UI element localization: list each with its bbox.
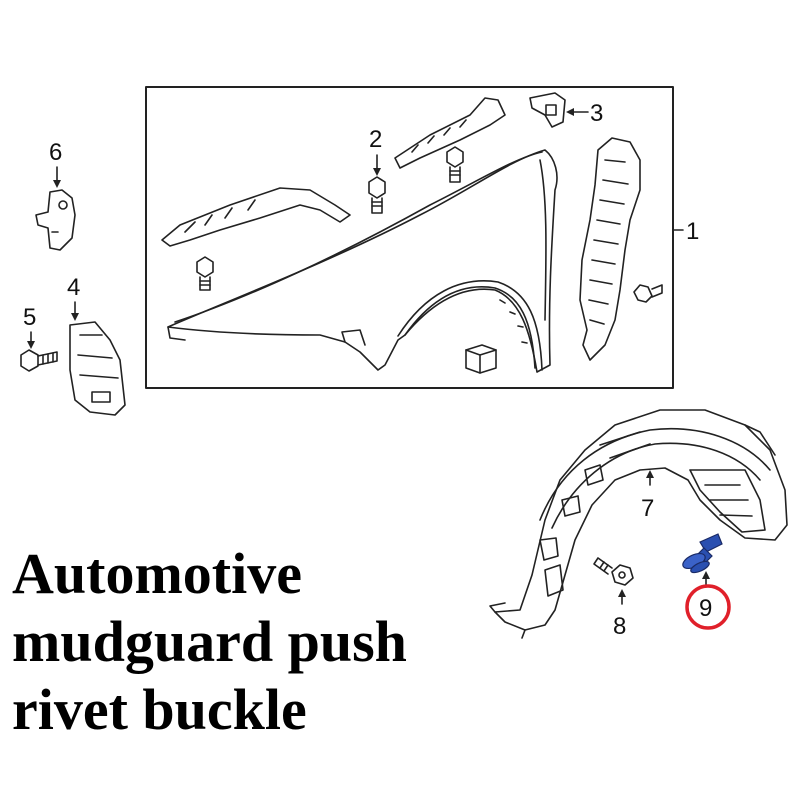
side-splash-panel [579,137,641,361]
push-rivet-clip [682,533,723,574]
upper-fender-bracket [161,187,351,247]
callout-5-label: 5 [23,304,36,331]
bolt-right [633,284,663,303]
callout-3-label: 3 [590,100,603,127]
fender-liner [489,409,788,639]
callout-1-label: 1 [686,218,699,245]
callout-4-label: 4 [67,274,80,301]
callout-7-label: 7 [641,495,654,522]
rear-fender-strip [394,97,506,169]
mount-bracket-6 [35,189,76,251]
fender-panel [167,149,558,373]
bolt-upper-middle [446,146,464,183]
callout-2-label: 2 [369,126,382,153]
callout-9-label: 9 [699,595,712,622]
small-bracket-3 [529,92,566,128]
small-clip-block [465,344,497,374]
bolt-5 [20,349,58,372]
caption-line-3: rivet buckle [12,677,307,742]
product-caption: Automotive mudguard push rivet buckle [12,540,572,744]
callout-9-highlight-ring [685,584,731,630]
callout-6-label: 6 [49,139,62,166]
fender-assembly-box [145,86,674,389]
bolt-2 [368,176,386,214]
screw-8 [593,557,634,586]
bolt-upper-left [196,256,214,291]
caption-line-2: mudguard push [12,609,407,674]
callout-8-label: 8 [613,613,626,640]
bracket-4 [69,321,126,416]
caption-line-1: Automotive [12,541,302,606]
